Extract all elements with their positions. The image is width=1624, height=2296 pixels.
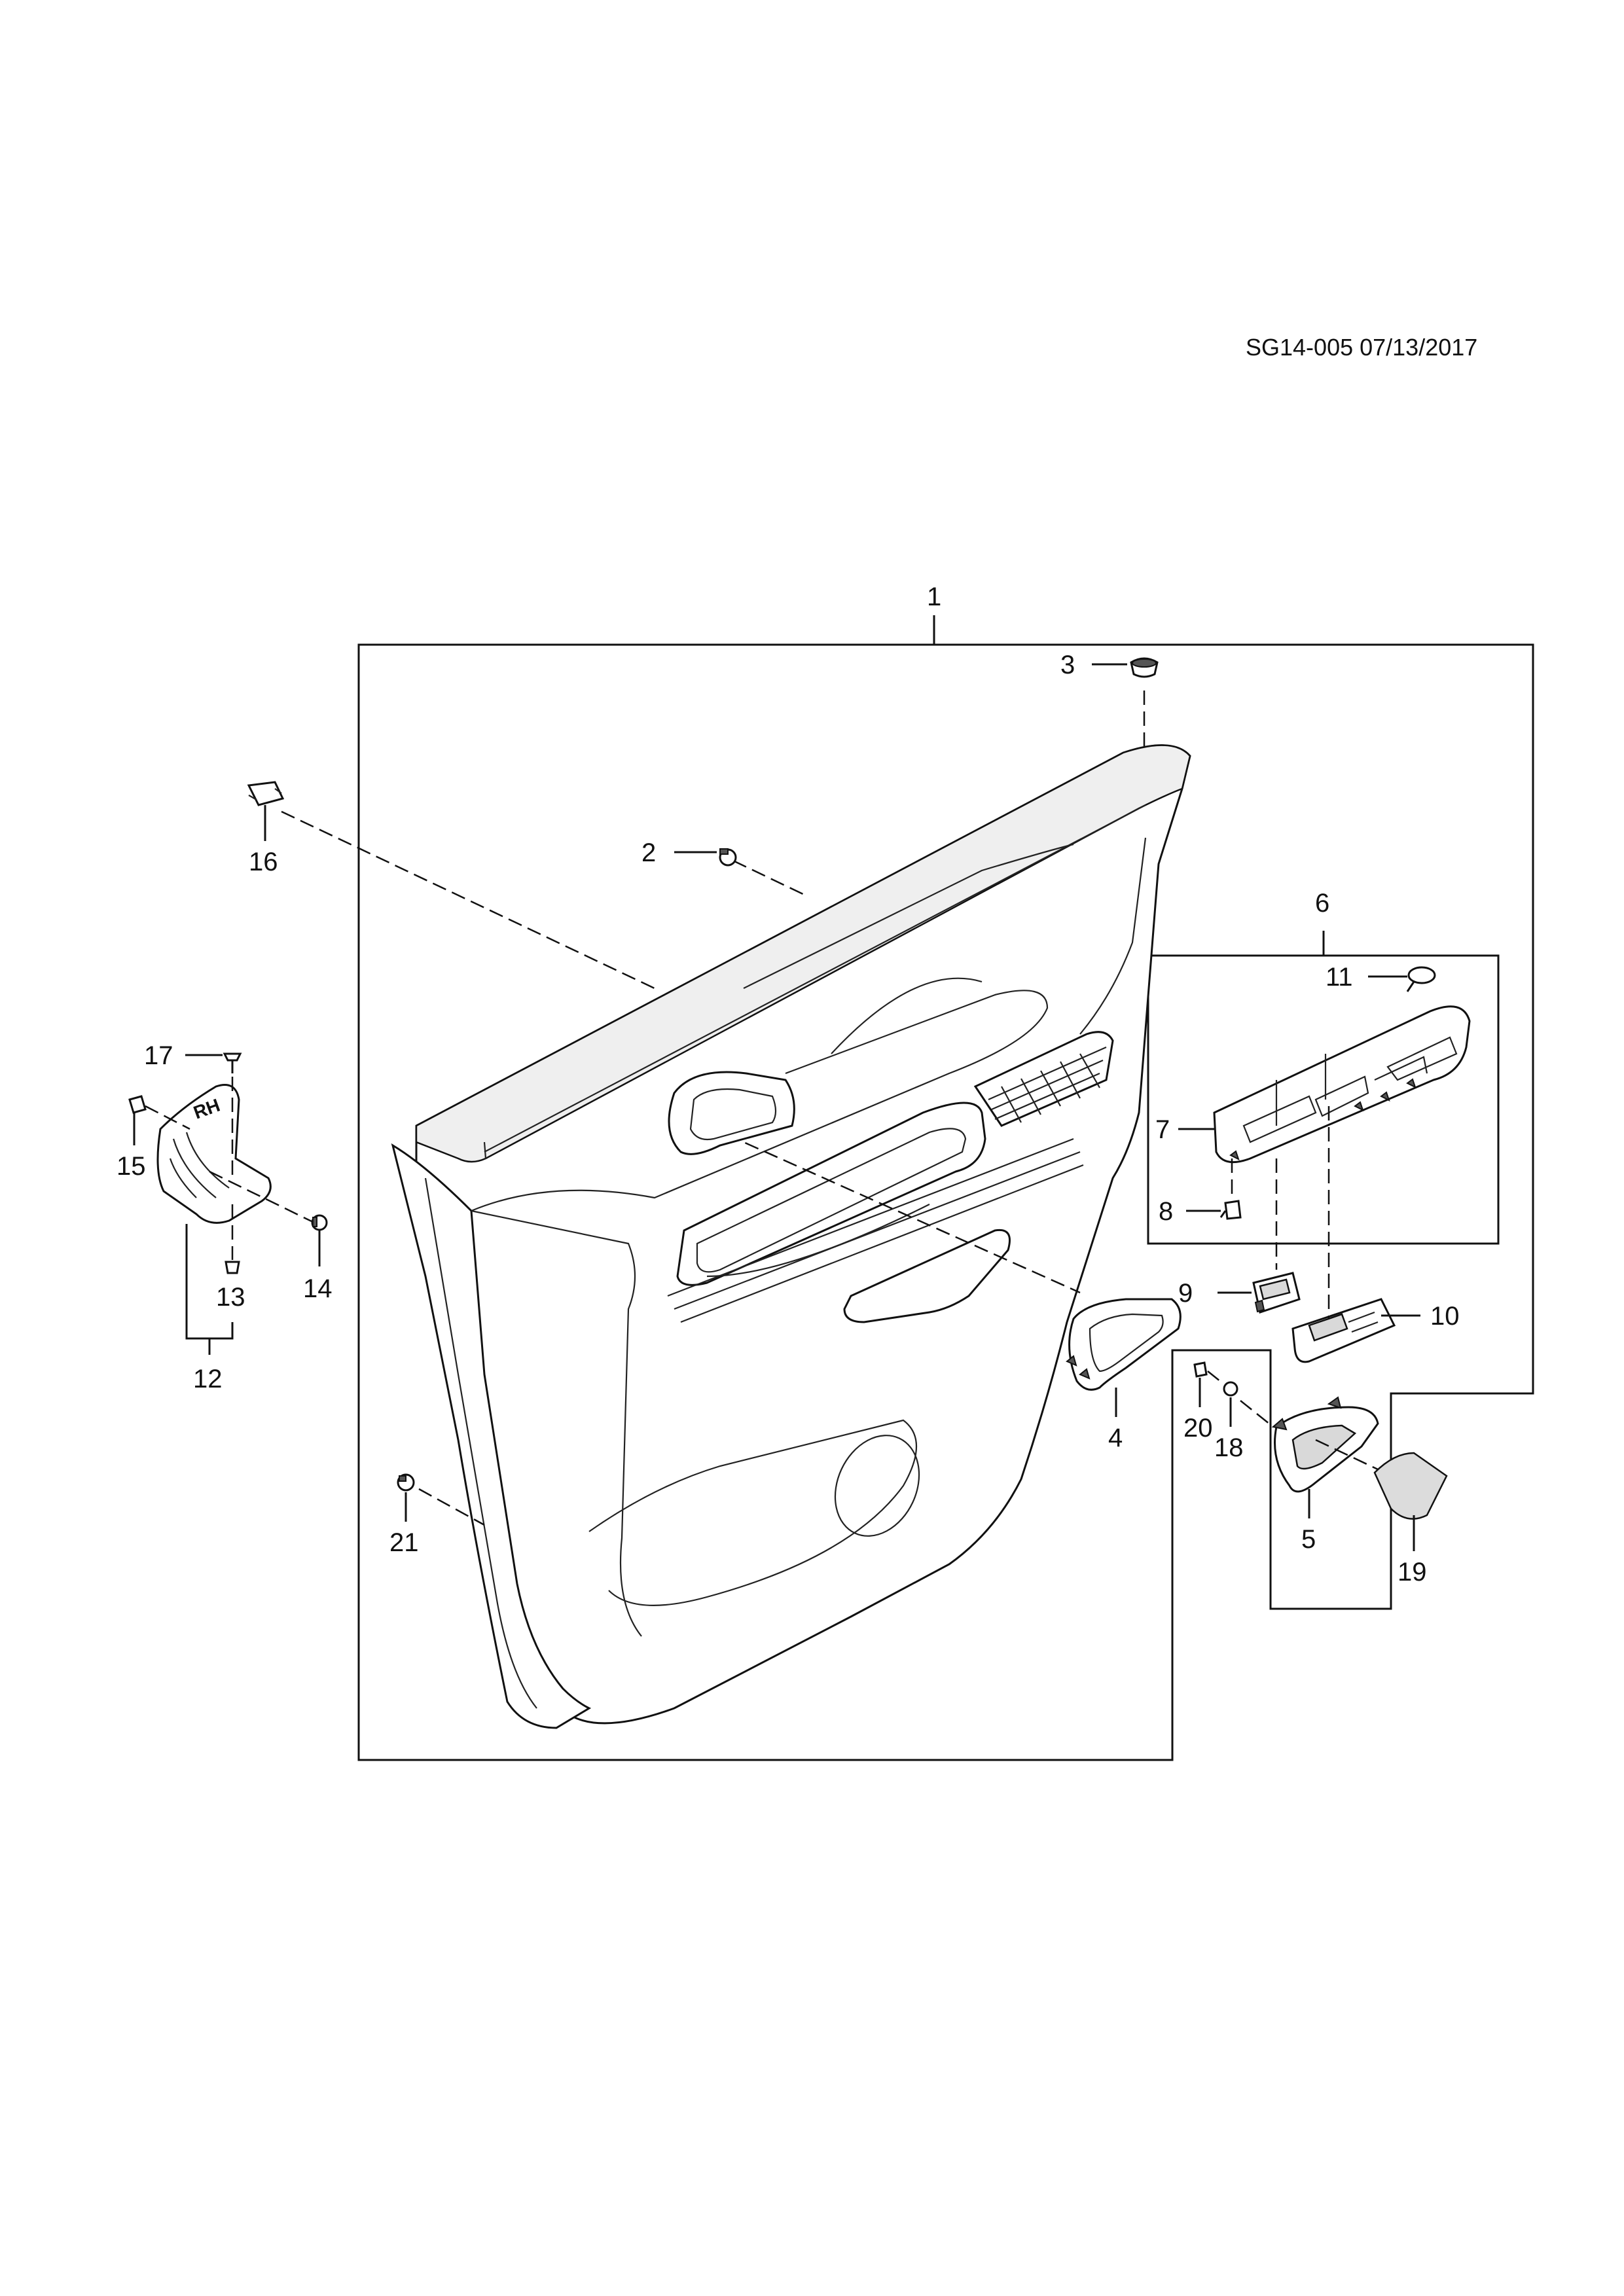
callout-14: 14 [303, 1274, 333, 1303]
callout-12: 12 [193, 1365, 223, 1393]
plug-3 [1130, 657, 1159, 678]
callout-9: 9 [1178, 1279, 1193, 1308]
callout-2: 2 [641, 838, 656, 867]
clip-20 [1193, 1361, 1208, 1378]
clip-8 [1219, 1200, 1242, 1220]
callout-16: 16 [249, 848, 278, 876]
push-pin-fastener-21 [397, 1473, 415, 1492]
assembly-box-1 [357, 643, 1534, 1761]
nut-13 [225, 1261, 240, 1274]
clip-16 [247, 781, 285, 806]
callout-11: 11 [1326, 963, 1353, 992]
speaker-grille-mesh [988, 1046, 1107, 1123]
cover-19 [1373, 1452, 1448, 1520]
rh-bracket-12: RH [156, 1084, 272, 1224]
screw-17 [223, 1052, 242, 1073]
window-switch-bezel-7 [1213, 1005, 1471, 1164]
clip-11 [1406, 966, 1436, 992]
push-pin-fastener-2 [719, 848, 737, 867]
leader-2-dash [732, 859, 809, 898]
leader-19-dash [1315, 1439, 1379, 1471]
callout-19: 19 [1398, 1558, 1427, 1587]
callout-20: 20 [1183, 1414, 1213, 1443]
callout-6: 6 [1315, 889, 1329, 918]
callout-17: 17 [144, 1041, 173, 1070]
callout-13: 13 [216, 1283, 245, 1312]
group-bracket-12 [185, 1224, 234, 1340]
window-master-switch-10 [1291, 1298, 1396, 1363]
leader-15-dash [145, 1105, 190, 1130]
door-trim-panel [391, 744, 1191, 1729]
callout-18: 18 [1214, 1433, 1244, 1462]
callout-21: 21 [389, 1528, 419, 1557]
callout-8: 8 [1159, 1197, 1173, 1226]
leader-5-dash [1240, 1400, 1274, 1427]
screw-14 [311, 1214, 328, 1231]
leader-16-dash [281, 810, 655, 990]
callout-3: 3 [1060, 651, 1075, 679]
leader-4-dash [706, 1124, 1081, 1294]
inside-door-handle-5 [1271, 1396, 1379, 1493]
window-switch-9 [1252, 1272, 1301, 1314]
leader-14-dash [209, 1170, 312, 1223]
callout-15: 15 [117, 1152, 146, 1181]
handle-bezel-part-4 [1066, 1298, 1182, 1391]
leader-21-dash [418, 1488, 485, 1526]
leader-18-dash [1207, 1371, 1225, 1385]
callout-1: 1 [927, 583, 941, 611]
inside-handle-bezel [668, 1071, 795, 1155]
callout-10: 10 [1430, 1302, 1460, 1331]
callout-4: 4 [1108, 1424, 1123, 1452]
clip-15 [128, 1095, 147, 1114]
screw-18 [1223, 1381, 1238, 1397]
diagram-reference: SG14-005 07/13/2017 [1246, 334, 1478, 361]
callout-7: 7 [1155, 1115, 1170, 1144]
callout-5: 5 [1301, 1525, 1316, 1554]
